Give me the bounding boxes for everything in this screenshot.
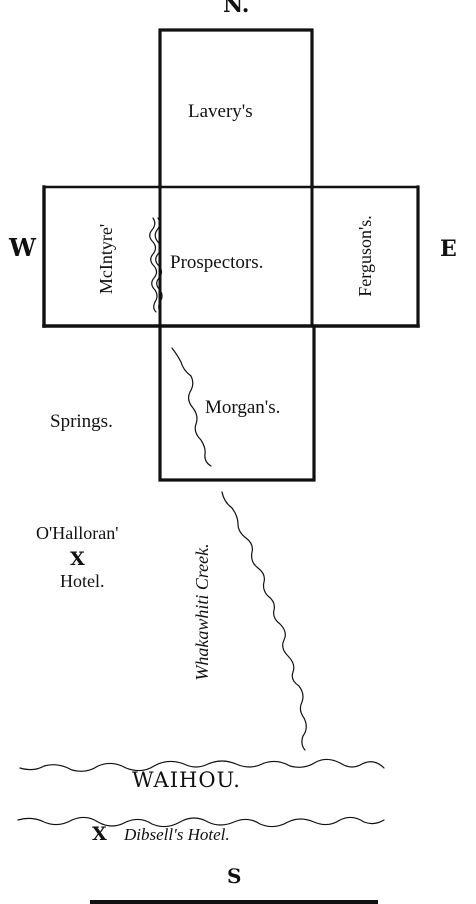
laverys-claim-label: Lavery's [188,101,253,122]
west-label: W [9,233,36,262]
north-label: N. [223,0,250,18]
waihou-south-bank [17,816,385,828]
south-label: S [227,864,242,888]
whakawhiti-creek-label: Whakawhiti Creek. [192,543,212,681]
morgans-claim-label: Morgan's. [205,397,281,418]
prospectors-claim-label: Prospectors. [170,252,264,273]
ohalloran-label-line1: O'Halloran' [36,523,119,543]
morgans-creek [171,347,212,467]
mcintyre-stream-bank [154,217,163,313]
whakawhiti-creek [221,491,307,751]
east-label: E [440,236,457,262]
waihou-north-bank [19,758,385,772]
fergusons-claim-label: Ferguson's. [355,215,375,297]
ohalloran-label-line2: Hotel. [60,571,105,591]
springs-label: Springs. [50,411,113,432]
dibsell-marker: X [92,823,107,845]
mcintyre-stream [149,217,158,313]
ohalloran-marker: X [70,548,85,570]
claim-boundaries [42,28,420,904]
mcintyres-claim-label: McIntyre' [96,223,116,295]
laverys-boundary [158,28,314,189]
dibsell-hotel-label: Dibsell's Hotel. [124,825,230,844]
waterways [17,217,385,828]
waihou-river-label: WAIHOU. [132,768,241,792]
morgans-boundary [158,324,316,482]
